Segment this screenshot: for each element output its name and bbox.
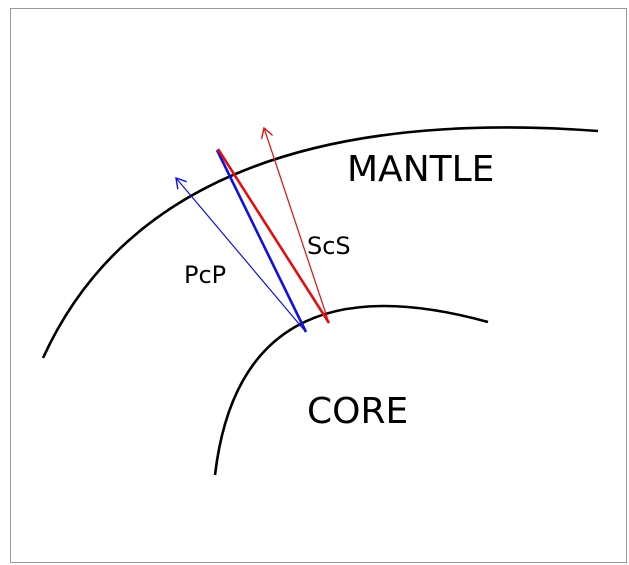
diagram-canvas: MANTLE CORE PcP ScS <box>41 126 599 476</box>
scs-label: ScS <box>307 232 351 260</box>
mantle-label: MANTLE <box>347 149 494 190</box>
core-mantle-boundary <box>213 304 489 476</box>
surface-boundary <box>41 126 599 359</box>
scs-incident-ray <box>216 148 331 324</box>
pcp-reflected-ray <box>176 178 306 332</box>
pcp-incident-ray <box>215 149 308 333</box>
pcp-label: PcP <box>184 261 226 289</box>
scs-reflected-ray <box>264 128 330 324</box>
core-label: CORE <box>307 391 408 432</box>
diagram-frame: MANTLE CORE PcP ScS <box>10 8 627 563</box>
